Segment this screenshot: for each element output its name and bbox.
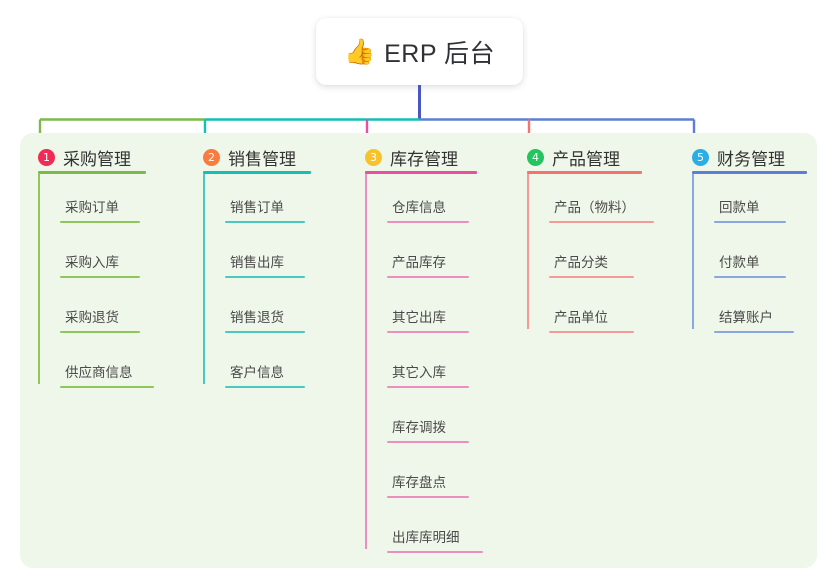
leaf-item-underline — [60, 276, 140, 278]
leaf-item-underline — [225, 276, 305, 278]
root-node-card[interactable]: 👍 ERP 后台 — [316, 18, 523, 85]
branch-header-5[interactable]: 5 财务管理 — [692, 145, 785, 170]
leaf-item-label: 采购订单 — [65, 200, 119, 215]
branch-badge-1: 1 — [38, 149, 55, 166]
leaf-item-label: 其它入库 — [392, 365, 446, 380]
branch-trunk-5 — [692, 174, 694, 329]
leaf-item[interactable]: 出库库明细 — [387, 526, 483, 553]
branch-underline-3 — [365, 171, 477, 174]
leaf-item[interactable]: 产品（物料） — [549, 196, 654, 223]
thumbs-up-icon: 👍 — [343, 37, 376, 66]
leaf-item[interactable]: 其它出库 — [387, 306, 469, 333]
branch-underline-5 — [692, 171, 807, 174]
leaf-item-underline — [60, 331, 140, 333]
leaf-item-underline — [549, 221, 654, 223]
branch-badge-3: 3 — [365, 149, 382, 166]
branch-header-2[interactable]: 2 销售管理 — [203, 145, 296, 170]
leaf-item[interactable]: 结算账户 — [714, 306, 794, 333]
branch-header-1[interactable]: 1 采购管理 — [38, 145, 131, 170]
branch-header-3[interactable]: 3 库存管理 — [365, 145, 458, 170]
leaf-item[interactable]: 库存调拨 — [387, 416, 469, 443]
leaf-item-underline — [714, 221, 786, 223]
leaf-item-label: 结算账户 — [719, 310, 773, 325]
leaf-item[interactable]: 付款单 — [714, 251, 786, 278]
leaf-item-underline — [387, 331, 469, 333]
branch-title-4: 产品管理 — [552, 150, 620, 169]
leaf-item[interactable]: 销售退货 — [225, 306, 305, 333]
leaf-item[interactable]: 库存盘点 — [387, 471, 469, 498]
leaf-item-label: 回款单 — [719, 200, 760, 215]
leaf-item[interactable]: 产品单位 — [549, 306, 634, 333]
leaf-item-label: 客户信息 — [230, 365, 284, 380]
leaf-item[interactable]: 产品库存 — [387, 251, 469, 278]
leaf-item-label: 供应商信息 — [65, 365, 133, 380]
leaf-item-label: 出库库明细 — [392, 530, 460, 545]
leaf-item-underline — [387, 386, 469, 388]
leaf-item-label: 销售退货 — [230, 310, 284, 325]
leaf-item[interactable]: 仓库信息 — [387, 196, 469, 223]
branch-trunk-2 — [203, 174, 205, 384]
branch-underline-1 — [38, 171, 146, 174]
leaf-item-underline — [60, 386, 154, 388]
leaf-item-underline — [60, 221, 140, 223]
branch-title-3: 库存管理 — [390, 150, 458, 169]
leaf-item-label: 产品分类 — [554, 255, 608, 270]
leaf-item-label: 仓库信息 — [392, 200, 446, 215]
leaf-item-underline — [549, 276, 634, 278]
leaf-item[interactable]: 其它入库 — [387, 361, 469, 388]
leaf-item[interactable]: 客户信息 — [225, 361, 305, 388]
branch-title-5: 财务管理 — [717, 150, 785, 169]
leaf-item-underline — [387, 551, 483, 553]
leaf-item-underline — [714, 331, 794, 333]
leaf-item-underline — [549, 331, 634, 333]
leaf-item-underline — [387, 441, 469, 443]
branch-badge-5: 5 — [692, 149, 709, 166]
branch-underline-2 — [203, 171, 311, 174]
branch-title-1: 采购管理 — [63, 150, 131, 169]
leaf-item-label: 产品（物料） — [554, 200, 635, 215]
leaf-item-underline — [387, 496, 469, 498]
branch-trunk-1 — [38, 174, 40, 384]
branch-trunk-4 — [527, 174, 529, 329]
leaf-item-label: 付款单 — [719, 255, 760, 270]
leaf-item-underline — [225, 386, 305, 388]
leaf-item-label: 产品单位 — [554, 310, 608, 325]
leaf-item-label: 采购退货 — [65, 310, 119, 325]
leaf-item[interactable]: 采购订单 — [60, 196, 140, 223]
branch-badge-4: 4 — [527, 149, 544, 166]
leaf-item-underline — [225, 331, 305, 333]
leaf-item-label: 采购入库 — [65, 255, 119, 270]
leaf-item[interactable]: 产品分类 — [549, 251, 634, 278]
leaf-item-underline — [714, 276, 786, 278]
leaf-item[interactable]: 回款单 — [714, 196, 786, 223]
leaf-item-label: 产品库存 — [392, 255, 446, 270]
leaf-item[interactable]: 销售订单 — [225, 196, 305, 223]
leaf-item[interactable]: 供应商信息 — [60, 361, 154, 388]
leaf-item-label: 销售订单 — [230, 200, 284, 215]
leaf-item-label: 销售出库 — [230, 255, 284, 270]
leaf-item-label: 库存调拨 — [392, 420, 446, 435]
leaf-item-underline — [225, 221, 305, 223]
leaf-item-label: 库存盘点 — [392, 475, 446, 490]
branch-underline-4 — [527, 171, 642, 174]
branch-trunk-3 — [365, 174, 367, 549]
leaf-item[interactable]: 销售出库 — [225, 251, 305, 278]
leaf-item-label: 其它出库 — [392, 310, 446, 325]
branch-badge-2: 2 — [203, 149, 220, 166]
root-node-title: ERP 后台 — [384, 39, 496, 68]
leaf-item-underline — [387, 221, 469, 223]
branch-title-2: 销售管理 — [228, 150, 296, 169]
branch-header-4[interactable]: 4 产品管理 — [527, 145, 620, 170]
leaf-item-underline — [387, 276, 469, 278]
leaf-item[interactable]: 采购入库 — [60, 251, 140, 278]
diagram-panel: 1 采购管理采购订单采购入库采购退货供应商信息 2 销售管理销售订单销售出库销售退货客… — [20, 133, 817, 568]
leaf-item[interactable]: 采购退货 — [60, 306, 140, 333]
